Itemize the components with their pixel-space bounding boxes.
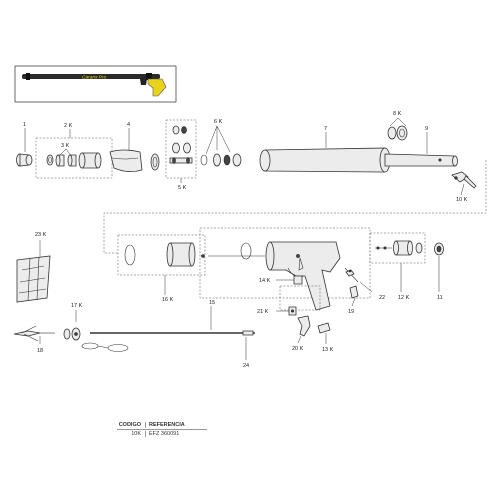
part-6k-oring-kit [200,125,242,167]
callout-6k: 6 K [214,119,223,125]
brand-text: Caranx Pro [82,75,107,81]
callout-8k: 8 K [393,111,402,117]
part-17k-slider-kit [63,310,129,352]
callout-1: 1 [23,122,26,128]
reference-legend: CODIGO REFERENCIA 10K EFZ 360091 [117,422,207,437]
callout-20k: 20 K [292,346,304,352]
part-2k-rear-head-kit [35,129,113,179]
callout-21k: 21 K [257,309,269,315]
legend-row: 10K EFZ 360091 [117,430,207,437]
callout-10k: 10 K [456,197,468,203]
legend-header-row: CODIGO REFERENCIA [117,422,207,430]
part-21k-screw [276,306,297,316]
legend-code: 10K [131,431,141,437]
part-5k-valve-kit [165,119,197,183]
part-12k-muzzle-kit [369,232,426,292]
callout-14k: 14 K [259,278,271,284]
callout-11: 11 [437,295,443,301]
callout-16k: 16 K [162,297,174,303]
part-trigger-mechanism-group [199,227,371,311]
callout-13k: 13 K [322,347,334,353]
callout-24: 24 [243,363,249,369]
part-7-barrel [259,132,391,173]
callout-2k: 2 K [64,123,73,129]
callout-9: 9 [425,126,428,132]
callout-18: 18 [37,348,43,354]
callout-12k: 12 K [398,295,410,301]
part-1-end-cap [16,128,33,167]
part-8k-muzzle-insert [387,117,408,141]
part-11-tip [434,242,444,292]
callout-23k: 23 K [35,232,47,238]
part-19-pin [349,285,359,307]
callout-7: 7 [324,126,327,132]
part-16k-piston-group [117,234,206,295]
legend-header-reference: REFERENCIA [145,422,207,428]
part-20k-trigger [297,315,311,344]
legend-reference: EFZ 360091 [145,431,207,437]
callout-22: 22 [379,295,385,301]
part-22-spring [344,267,373,293]
part-9-inner-tube [384,132,458,167]
legend-header-code: CODIGO [118,422,141,428]
part-18-harpoon-tip [13,325,55,344]
callout-15: 15 [209,300,215,306]
callout-17k: 17 K [71,303,83,309]
part-10k-line-release [451,171,477,196]
part-15-shaft [90,306,255,336]
callout-19: 19 [348,309,354,315]
speargun-thumbnail: Caranx Pro [14,65,177,103]
callout-5k: 5 K [178,185,187,191]
part-23k-float-bag [16,240,51,303]
callout-4: 4 [127,122,130,128]
part-14k-sear-pin [276,275,321,311]
part-13k-trigger-spring [317,322,331,344]
part-4-rear-handle [109,128,160,172]
callout-3k: 3 K [61,143,70,149]
